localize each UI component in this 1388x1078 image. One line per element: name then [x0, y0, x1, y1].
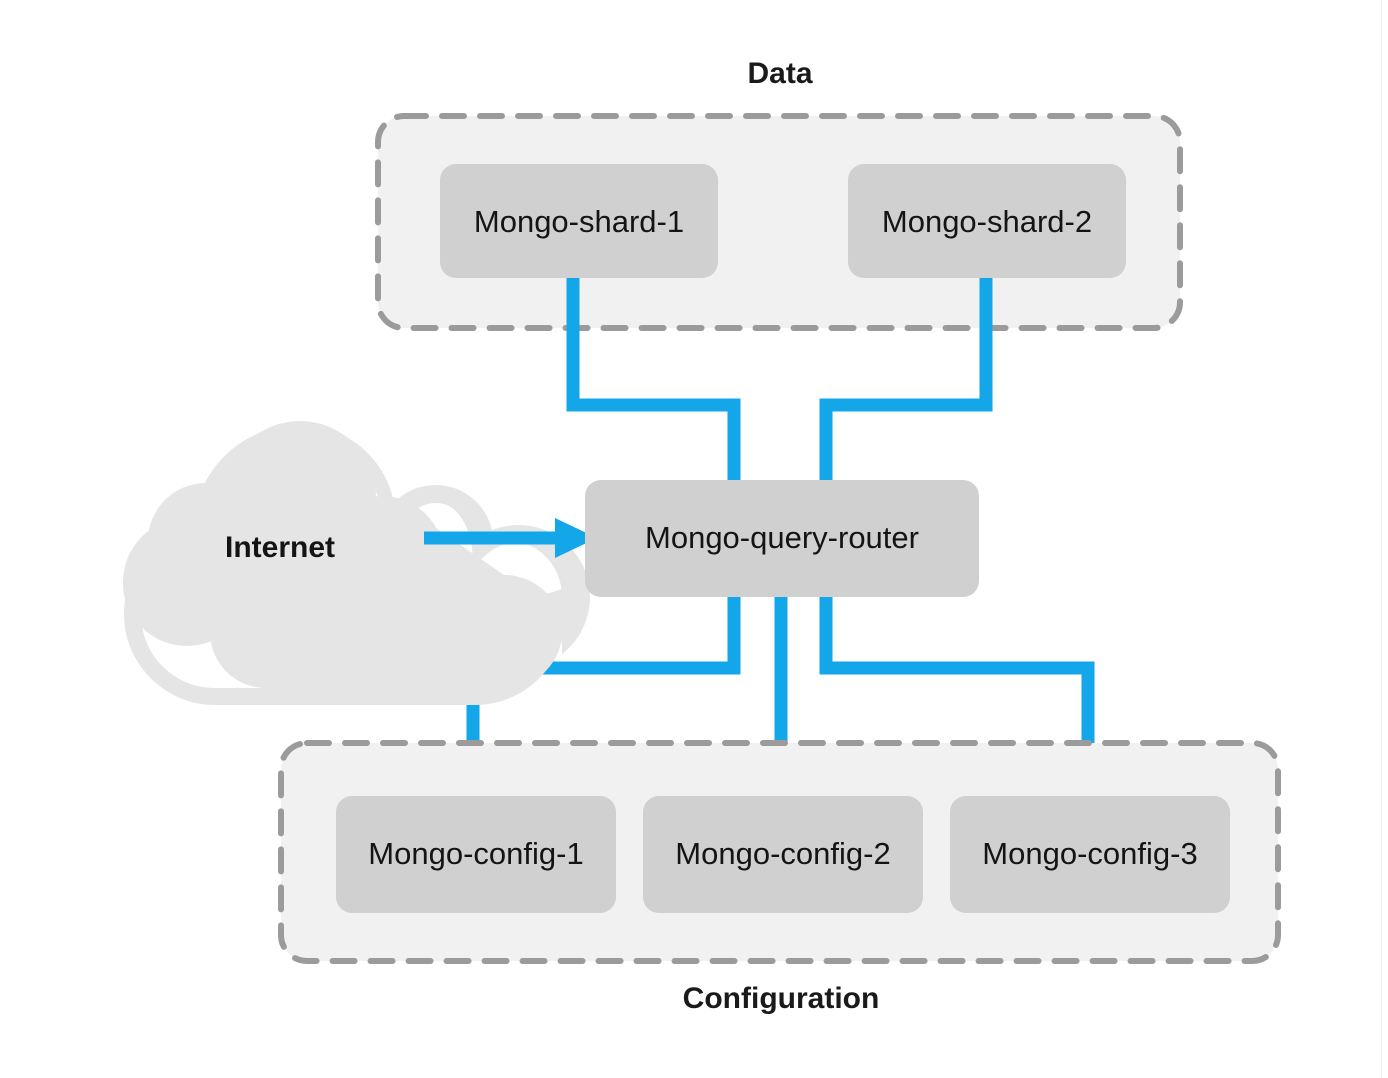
cloud-bumps [123, 421, 453, 646]
node-mongo-shard-2[interactable]: Mongo-shard-2 [848, 164, 1126, 278]
arrow-internet-to-router [424, 518, 597, 558]
node-mongo-query-router[interactable]: Mongo-query-router [585, 480, 979, 597]
node-mongo-shard-1[interactable]: Mongo-shard-1 [440, 164, 718, 278]
cloud-base [123, 545, 453, 627]
connector-router-to-config1 [466, 590, 741, 803]
connector-router-to-config3 [819, 590, 1095, 803]
data-group-label: Data [747, 57, 812, 90]
mongo-config-3-label: Mongo-config-3 [982, 836, 1197, 871]
mongo-config-2-label: Mongo-config-2 [675, 836, 890, 871]
connector-shard1-to-router [566, 270, 741, 487]
mongo-config-2-box[interactable] [643, 796, 923, 913]
mongo-config-1-label: Mongo-config-1 [368, 836, 583, 871]
mongo-query-router-box[interactable] [585, 480, 979, 597]
arrow-head-icon [555, 518, 597, 558]
mongo-shard-1-box[interactable] [440, 164, 718, 278]
mongo-config-3-box[interactable] [950, 796, 1230, 913]
mongo-shard-1-label: Mongo-shard-1 [474, 204, 684, 239]
page-edge-divider [1381, 0, 1382, 1078]
configuration-group-label: Configuration [683, 982, 880, 1015]
node-mongo-config-3[interactable]: Mongo-config-3 [950, 796, 1230, 913]
node-mongo-config-2[interactable]: Mongo-config-2 [643, 796, 923, 913]
internet-cloud[interactable]: Internet [123, 421, 590, 705]
connector-shard2-to-router [819, 270, 993, 487]
mongo-config-1-box[interactable] [336, 796, 616, 913]
node-mongo-config-1[interactable]: Mongo-config-1 [336, 796, 616, 913]
mongo-query-router-label: Mongo-query-router [645, 520, 919, 555]
cloud-outline-path [124, 425, 590, 705]
internet-label: Internet [225, 531, 335, 564]
mongo-shard-2-label: Mongo-shard-2 [882, 204, 1092, 239]
mongo-shard-2-box[interactable] [848, 164, 1126, 278]
